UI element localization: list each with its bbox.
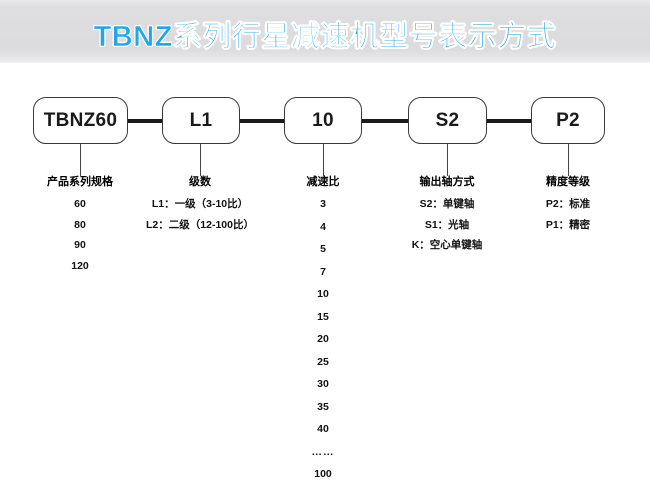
connector-line-2 (240, 119, 284, 123)
connector-line-1 (128, 119, 162, 123)
column-stages: 级数 L1：一级（3-10比） L2：二级（12-100比） (120, 177, 280, 230)
column-ratio-item: 20 (317, 333, 329, 345)
column-ratio-item: 35 (317, 400, 329, 413)
stem-precision (568, 144, 570, 176)
column-precision: 精度等级 P2：标准 P1：精密 (508, 177, 628, 230)
column-ratio-item: 7 (320, 265, 326, 278)
connector-line-3 (362, 119, 408, 123)
stem-output-shaft (447, 144, 449, 176)
column-ratio-item: 5 (320, 243, 326, 255)
code-box-precision[interactable]: P2 (531, 97, 605, 144)
column-output-shaft-item: K：空心单键轴 (411, 239, 483, 251)
column-ratio-item: 4 (320, 220, 326, 233)
column-stages-heading: 级数 (189, 176, 211, 188)
column-ratio-item: 25 (317, 355, 329, 368)
column-output-shaft-item: S1：光轴 (424, 218, 470, 231)
stem-series (80, 144, 82, 176)
code-box-series[interactable]: TBNZ60 (33, 97, 128, 144)
column-ratio-item: 40 (317, 423, 329, 435)
stem-stages (200, 144, 202, 176)
column-ratio-item: 30 (317, 378, 329, 390)
column-precision-item: P1：精密 (545, 218, 591, 231)
code-box-output-shaft[interactable]: S2 (408, 97, 487, 144)
column-ratio-heading: 减速比 (306, 176, 340, 188)
column-ratio-item: 100 (314, 468, 332, 480)
column-precision-item: P2：标准 (545, 198, 591, 210)
column-output-shaft-item: S2：单键轴 (419, 198, 475, 210)
code-box-ratio[interactable]: 10 (284, 97, 362, 144)
column-stages-item: L1：一级（3-10比） (151, 198, 249, 210)
column-series-item: 80 (74, 218, 86, 231)
column-output-shaft: 输出轴方式 S2：单键轴 S1：光轴 K：空心单键轴 (377, 177, 517, 251)
page-title: TBNZ系列行星减速机型号表示方式 (93, 21, 557, 54)
column-stages-item: L2：二级（12-100比） (146, 218, 254, 231)
connector-line-4 (487, 119, 531, 123)
stem-ratio (323, 144, 325, 176)
column-series-item: 60 (74, 198, 86, 210)
column-ratio-item: 10 (317, 288, 329, 300)
column-ratio-item: 15 (317, 310, 329, 323)
column-output-shaft-heading: 输出轴方式 (419, 176, 475, 188)
column-series-item: 90 (74, 239, 86, 251)
column-ratio: 减速比 3 4 5 7 10 15 20 25 30 35 40 …… 100 (263, 177, 383, 492)
column-ratio-ellipsis: …… (311, 445, 335, 458)
diagram-canvas: TBNZ60 L1 10 S2 P2 产品系列规格 60 80 90 120 级… (0, 62, 650, 479)
column-ratio-item: 3 (320, 198, 326, 210)
column-series-item: 120 (71, 259, 89, 272)
column-series-heading: 产品系列规格 (47, 176, 113, 188)
header-band: TBNZ系列行星减速机型号表示方式 (0, 0, 650, 63)
column-precision-heading: 精度等级 (546, 176, 590, 188)
code-box-stages[interactable]: L1 (162, 97, 240, 144)
column-series: 产品系列规格 60 80 90 120 (0, 177, 160, 271)
